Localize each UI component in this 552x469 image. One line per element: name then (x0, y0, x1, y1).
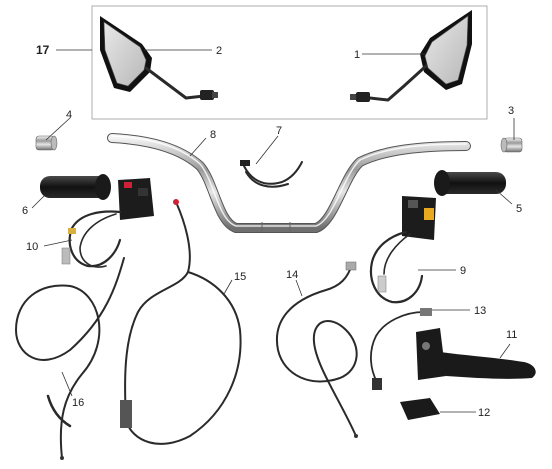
callout-2: 2 (216, 45, 222, 57)
clutch-cable (120, 199, 242, 445)
mirror-group-frame (91, 5, 488, 120)
callout-10: 10 (26, 241, 38, 253)
bar-end-left (35, 135, 58, 151)
callout-11: 11 (506, 329, 517, 341)
handlebar (107, 133, 471, 233)
choke-cable (275, 261, 358, 438)
right-switch (369, 196, 436, 304)
left-mirror (100, 16, 218, 100)
callout-16: 16 (72, 397, 84, 409)
callout-7: 7 (276, 125, 282, 137)
callout-14: 14 (286, 269, 298, 281)
callout-8: 8 (210, 129, 216, 141)
callout-9: 9 (460, 265, 466, 277)
callout-1: 1 (354, 49, 360, 61)
bar-end-right (500, 137, 523, 153)
callout-17: 17 (36, 43, 50, 57)
right-grip (434, 170, 506, 196)
right-mirror (350, 10, 472, 102)
callouts: 1 2 3 4 5 6 7 8 9 10 11 12 13 14 15 16 1 (22, 43, 522, 419)
left-switch (61, 178, 154, 268)
callout-5: 5 (516, 203, 522, 215)
cable-ties (240, 160, 303, 188)
throttle-cable (15, 257, 125, 460)
left-grip (40, 174, 111, 200)
callout-12: 12 (478, 407, 490, 419)
callout-3: 3 (508, 105, 514, 117)
lever-holder (400, 398, 440, 420)
brake-switch-wire (370, 308, 432, 390)
brake-lever (416, 328, 536, 380)
callout-6: 6 (22, 205, 28, 217)
callout-4: 4 (66, 109, 72, 121)
callout-13: 13 (474, 305, 486, 317)
callout-15: 15 (234, 271, 246, 283)
